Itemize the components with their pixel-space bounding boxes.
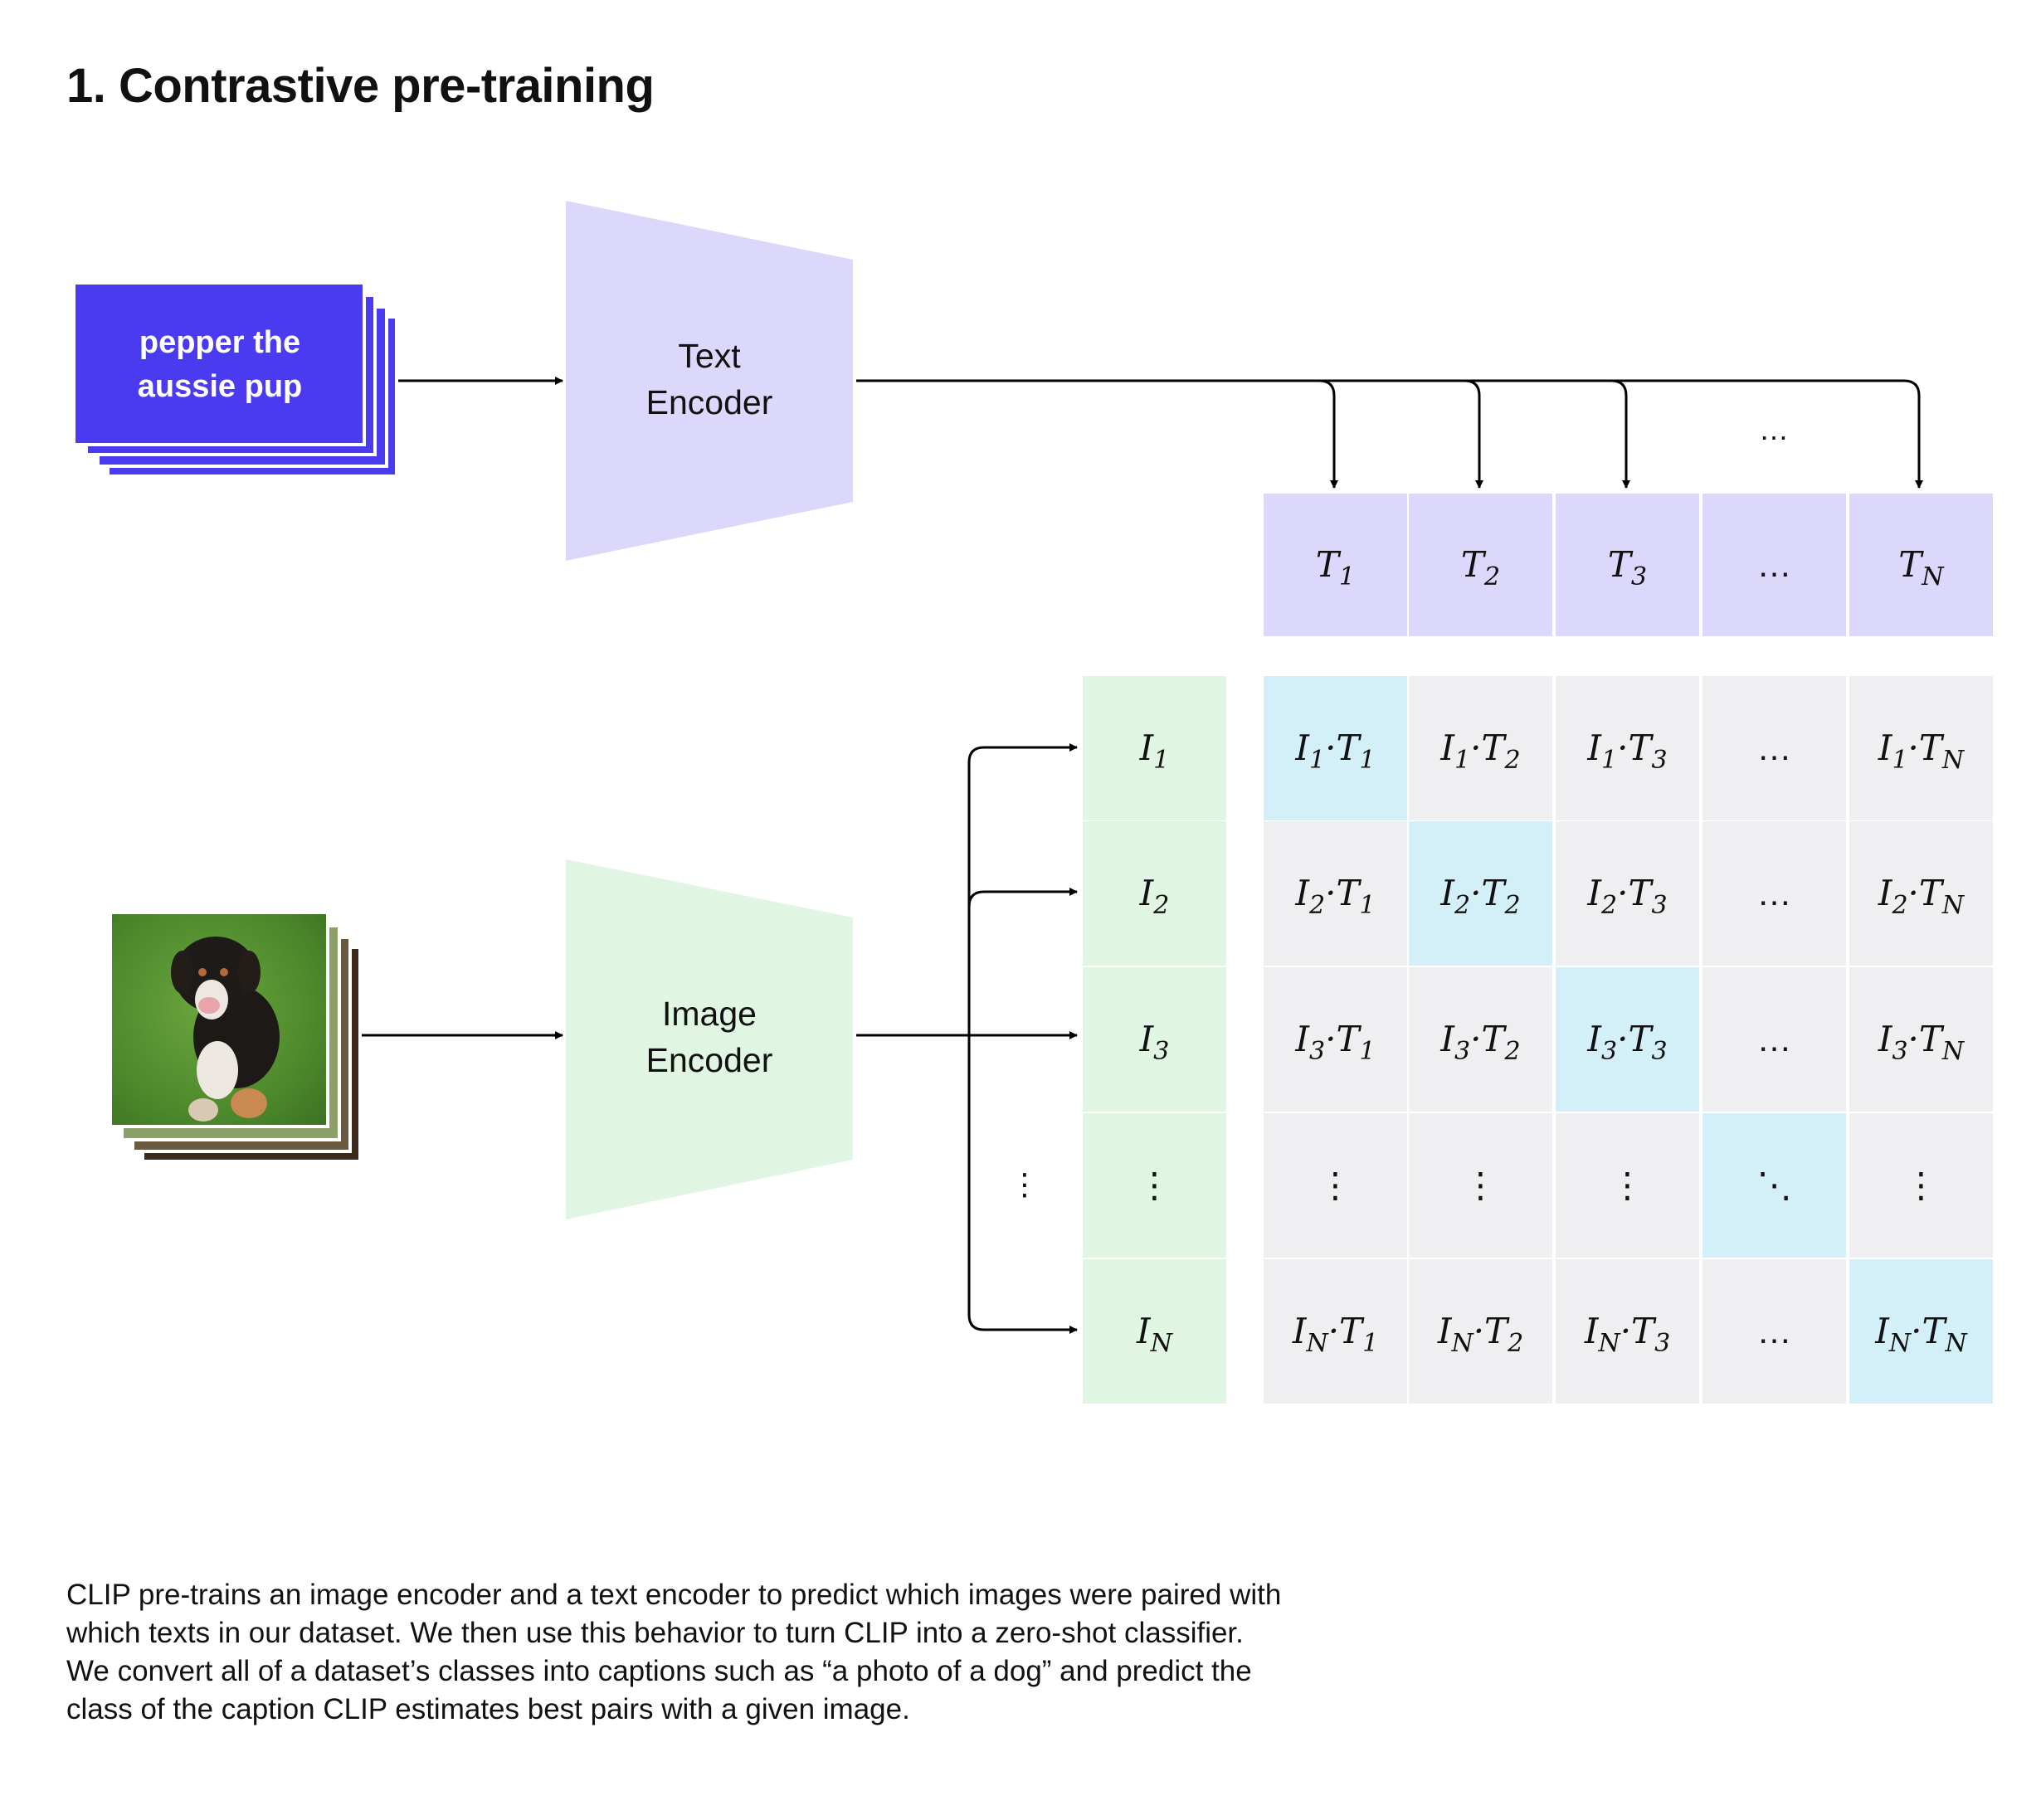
text-fanout-connectors [856, 379, 1923, 489]
text-embedding-cell [1409, 494, 1552, 636]
matrix-row-dots: ⋮ [1464, 1165, 1498, 1204]
matrix-cell-diagonal [1409, 821, 1552, 966]
text-encoder-shape [566, 201, 853, 561]
image-fanout-connectors [856, 743, 1078, 1334]
matrix-cell-label: I2·T3 [1586, 873, 1667, 920]
matrix-cell-diagonal [1556, 967, 1699, 1112]
text-embedding-cell [1849, 494, 1993, 636]
text-branch-1 [1318, 379, 1338, 489]
matrix-cell [1264, 1113, 1407, 1258]
matrix-cell [1556, 821, 1699, 966]
matrix-cell-label: I3·T3 [1586, 1019, 1667, 1066]
matrix-cell-label: I3·TN [1878, 1019, 1965, 1066]
matrix-diagonal-dots: ⋱ [1757, 1165, 1792, 1204]
similarity-matrix: I1·T1 I1·T2 I1·T3 … I1·TN I2·T1 I2·T2 I2·T3 … I2·… [1264, 676, 1993, 1404]
matrix-row-dots: ⋮ [1904, 1165, 1939, 1204]
image-bus-dots: ⋮ [1010, 1167, 1040, 1201]
dog-photo [109, 911, 329, 1128]
image-embedding-cell [1083, 821, 1226, 966]
matrix-row-dots: ⋮ [1610, 1165, 1645, 1204]
matrix-cell [1264, 967, 1407, 1112]
text-embedding-label: T3 [1608, 544, 1647, 591]
text-embedding-label: … [1757, 545, 1792, 584]
text-embedding-label: T1 [1316, 544, 1355, 591]
matrix-cell-diagonal [1702, 1113, 1846, 1258]
text-embedding-cell [1702, 494, 1846, 636]
image-branch-n [967, 1314, 1078, 1334]
matrix-col-dots: … [1757, 728, 1792, 767]
matrix-cell [1409, 1113, 1552, 1258]
matrix-cell [1849, 967, 1993, 1112]
matrix-cell [1702, 967, 1846, 1112]
text-branch-n [1319, 379, 1923, 489]
matrix-cell [1556, 676, 1699, 820]
image-embedding-label: I2 [1139, 873, 1170, 920]
image-embedding-cell [1083, 1113, 1226, 1258]
image-embedding-label: IN [1136, 1311, 1174, 1358]
matrix-cell-label: I1·T3 [1586, 728, 1667, 775]
page-title: 1. Contrastive pre-training [66, 59, 655, 113]
text-input-line-2: aussie pup [138, 369, 303, 404]
image-embedding-cell [1083, 1259, 1226, 1404]
matrix-cell-label: I2·TN [1878, 873, 1965, 920]
image-encoder-line-2: Encoder [646, 1041, 773, 1079]
matrix-col-dots: … [1757, 1311, 1792, 1350]
matrix-cell [1849, 1113, 1993, 1258]
image-branch-2 [967, 888, 1078, 908]
matrix-col-dots: … [1757, 874, 1792, 912]
matrix-cell-label: I2·T2 [1439, 873, 1520, 920]
matrix-cell-label: IN·T2 [1437, 1311, 1523, 1358]
matrix-cell [1409, 676, 1552, 820]
matrix-cell-label: I3·T2 [1439, 1019, 1520, 1066]
matrix-cell-label: IN·T3 [1584, 1311, 1670, 1358]
text-embedding-cell [1264, 494, 1407, 636]
image-input-stack [109, 911, 362, 1163]
matrix-cell [1264, 821, 1407, 966]
image-embedding-cell [1083, 676, 1226, 820]
matrix-cell-diagonal [1849, 1259, 1993, 1404]
matrix-cell [1556, 1113, 1699, 1258]
image-encoder-shape [566, 859, 853, 1219]
matrix-cell [1264, 1259, 1407, 1404]
text-embedding-row: T1 T2 T3 … TN [1264, 494, 1993, 636]
matrix-row-dots: ⋮ [1318, 1165, 1353, 1204]
text-branch-2 [1464, 379, 1483, 489]
image-embedding-cell [1083, 967, 1226, 1112]
matrix-cell-label: I3·T1 [1294, 1019, 1375, 1066]
text-input-line-1: pepper the [139, 325, 300, 360]
text-encoder-line-2: Encoder [646, 383, 773, 421]
matrix-cell [1849, 821, 1993, 966]
matrix-cell [1556, 1259, 1699, 1404]
text-encoder-line-1: Text [678, 337, 741, 375]
image-branch-1 [967, 743, 1078, 763]
text-embedding-label: T2 [1461, 544, 1500, 591]
matrix-cell-label: I1·T2 [1439, 728, 1520, 775]
image-embedding-label: I1 [1139, 728, 1170, 775]
text-embedding-label: TN [1898, 544, 1945, 591]
matrix-cell [1409, 967, 1552, 1112]
text-branch-3 [1610, 379, 1630, 489]
matrix-cell [1409, 1259, 1552, 1404]
matrix-cell-label: IN·TN [1874, 1311, 1968, 1358]
matrix-cell-label: IN·T1 [1292, 1311, 1378, 1358]
text-input-stack: pepper the aussie pup [72, 281, 398, 478]
matrix-cell [1849, 676, 1993, 820]
matrix-cell-label: I1·TN [1878, 728, 1965, 775]
matrix-cell [1702, 676, 1846, 820]
text-card-front [72, 281, 366, 446]
caption: CLIP pre-trains an image encoder and a t… [66, 1579, 1282, 1725]
image-encoder-line-1: Image [662, 995, 757, 1033]
matrix-cell [1702, 821, 1846, 966]
text-embedding-cell [1556, 494, 1699, 636]
matrix-cell-label: I1·T1 [1294, 728, 1375, 775]
text-branch-ellipsis: … [1759, 412, 1789, 446]
image-embedding-label: I3 [1139, 1019, 1170, 1066]
matrix-cell-label: I2·T1 [1294, 873, 1375, 920]
matrix-cell-diagonal [1264, 676, 1407, 820]
matrix-col-dots: … [1757, 1019, 1792, 1058]
matrix-cell [1702, 1259, 1846, 1404]
image-embedding-label: ⋮ [1137, 1165, 1172, 1204]
